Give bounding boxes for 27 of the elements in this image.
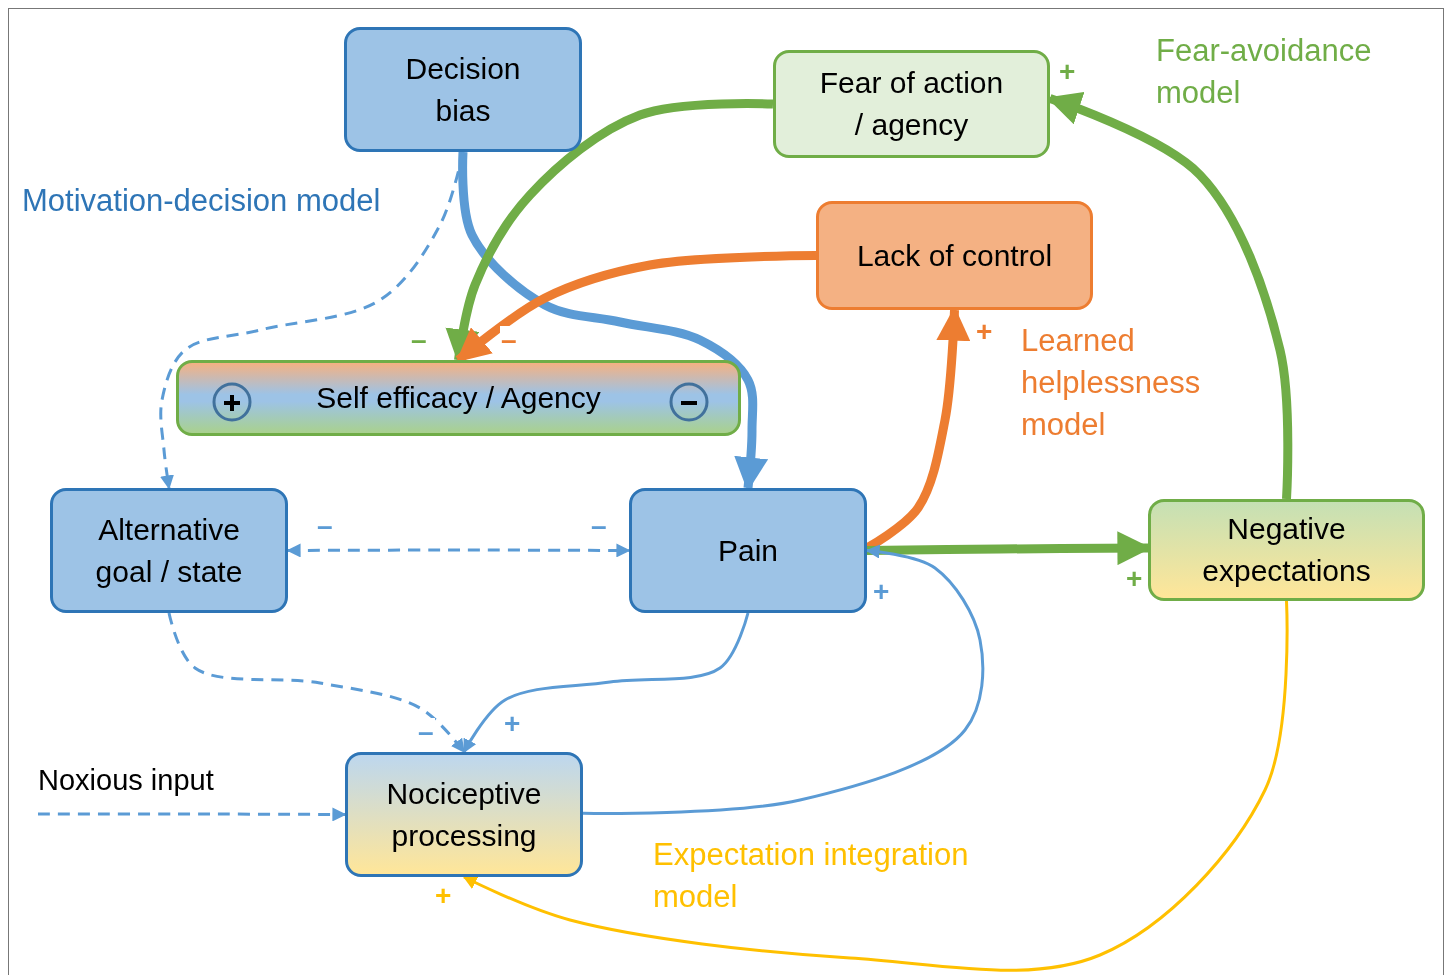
arrow xyxy=(286,543,631,558)
process-box xyxy=(344,27,582,152)
gradient-band xyxy=(176,360,741,436)
process-box xyxy=(1148,499,1425,601)
process-box xyxy=(773,50,1050,158)
model-label: Learned helplessness model xyxy=(1021,322,1202,444)
arrow xyxy=(462,612,750,754)
model-label: Fear-avoidance model xyxy=(1156,32,1373,112)
input-label: Noxious input xyxy=(38,764,258,814)
node-text: Negative expectations xyxy=(1201,511,1372,589)
node-text: Nociceptive processing xyxy=(385,775,543,854)
process-box xyxy=(345,752,583,877)
model-label: Expectation integration model xyxy=(653,836,970,916)
node-text: Decision bias xyxy=(404,50,522,129)
arrow xyxy=(38,807,347,822)
arrow xyxy=(167,612,466,754)
process-box xyxy=(50,488,288,613)
process-box xyxy=(629,488,867,613)
node-text: Fear of action / agency xyxy=(818,65,1005,143)
arrow xyxy=(462,600,1289,972)
node-text: Pain xyxy=(717,532,778,569)
node-text: Lack of control xyxy=(856,237,1053,274)
model-label: Motivation-decision model xyxy=(22,182,382,220)
arrow xyxy=(583,544,985,815)
node-text: Self efficacy / Agency xyxy=(316,380,601,416)
process-box xyxy=(816,201,1093,310)
node-text: Alternative goal / state xyxy=(94,511,244,590)
